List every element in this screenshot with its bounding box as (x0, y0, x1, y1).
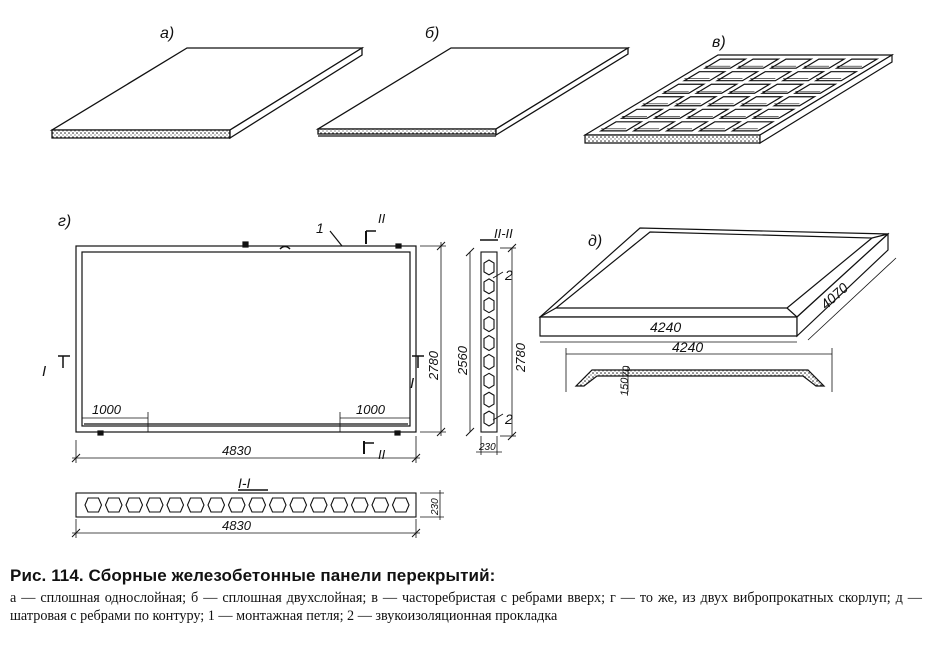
section-void (371, 497, 390, 513)
dim-d-slab: 70 (621, 365, 633, 378)
section-void (330, 497, 349, 513)
dim-I-thick: 230 (430, 498, 441, 516)
panel-v (582, 53, 895, 145)
section-void (289, 497, 308, 513)
panel-g-plan (58, 230, 446, 463)
rib-cell (706, 96, 751, 107)
label-d: д) (588, 233, 602, 250)
figure-caption-text: а — сплошная однослойная; б — сплошная д… (10, 590, 922, 624)
section-void (483, 391, 495, 408)
dim-d-rib: 150 (619, 377, 631, 396)
section-mark-II-bottom: II (378, 447, 386, 462)
section-void (483, 297, 495, 314)
section-mark-I-left: I (42, 363, 46, 380)
dim-I-width: 4830 (222, 518, 252, 533)
dim-II-height: 2780 (513, 342, 528, 373)
rib-cell (760, 83, 805, 94)
panel-b (315, 46, 631, 137)
rib-cell (715, 71, 760, 82)
rib-cell (718, 108, 763, 119)
rib-cell (792, 83, 838, 94)
rib-cell (772, 96, 817, 107)
label-g: г) (58, 213, 71, 230)
rib-cell (834, 58, 880, 69)
rib-cell (780, 71, 826, 82)
section-void (125, 497, 144, 513)
section-void (268, 497, 287, 513)
label-a: а) (160, 25, 174, 42)
section-void (186, 497, 205, 513)
rib-cell (673, 96, 718, 107)
dim-II-inner: 2560 (455, 345, 470, 376)
rib-cell (631, 121, 677, 132)
rib-cell (813, 71, 859, 82)
rib-cell (735, 58, 781, 69)
rib-cell (697, 121, 743, 132)
rib-cell (751, 108, 796, 119)
section-void (207, 497, 226, 513)
panel-a (49, 46, 365, 140)
dim-g-height: 2780 (426, 350, 441, 381)
panel-drawing: а) б) в) (42, 25, 897, 538)
rib-cell (661, 83, 706, 94)
rib-cell (664, 121, 710, 132)
section-void (483, 334, 495, 352)
section-void (483, 259, 495, 276)
section-void (391, 497, 410, 513)
gasket-label-bottom: 2 (504, 411, 513, 427)
dim-g-width: 4830 (222, 443, 252, 458)
rib-cell (748, 71, 793, 82)
rib-cell (768, 58, 814, 69)
dim-d-length: 4240 (650, 319, 681, 335)
rib-cell (682, 71, 727, 82)
section-void (84, 497, 103, 513)
section-mark-I-right: I (410, 375, 414, 392)
label-loop: 1 (316, 220, 324, 236)
section-void (227, 497, 246, 513)
section-void (309, 497, 328, 513)
section-void (166, 497, 185, 513)
dim-g-right: 1000 (356, 402, 386, 417)
rib-cell (685, 108, 730, 119)
dim-g-left: 1000 (92, 402, 122, 417)
section-I-I-title: I-I (238, 475, 251, 491)
panel-d (538, 227, 897, 392)
rib-cell (727, 83, 772, 94)
rib-cell (703, 58, 748, 69)
dim-d-section-length: 4240 (672, 339, 703, 355)
rib-cell (598, 121, 644, 132)
section-void (483, 410, 495, 427)
rib-cell (652, 108, 698, 119)
section-II-II (465, 239, 517, 455)
section-void (145, 497, 164, 513)
label-b: б) (425, 25, 439, 42)
rib-cell (694, 83, 739, 94)
section-void (350, 497, 369, 513)
rib-cell (640, 96, 686, 107)
section-void (483, 372, 495, 389)
section-void (248, 497, 267, 513)
rib-cell (619, 108, 665, 119)
rib-cell (730, 121, 775, 132)
label-v: в) (712, 34, 726, 51)
section-II-II-title: II-II (494, 226, 513, 241)
section-I-I (71, 489, 444, 538)
section-void (483, 316, 495, 333)
rib-cell (739, 96, 784, 107)
section-void (483, 278, 495, 295)
section-void (104, 497, 123, 513)
figure-caption-title: Рис. 114. Сборные железобетонные панели … (10, 566, 496, 585)
section-mark-II-top: II (378, 211, 386, 226)
section-void (483, 353, 495, 370)
rib-cell (801, 58, 847, 69)
gasket-label-top: 2 (504, 267, 513, 283)
dim-II-thick: 230 (478, 442, 496, 453)
